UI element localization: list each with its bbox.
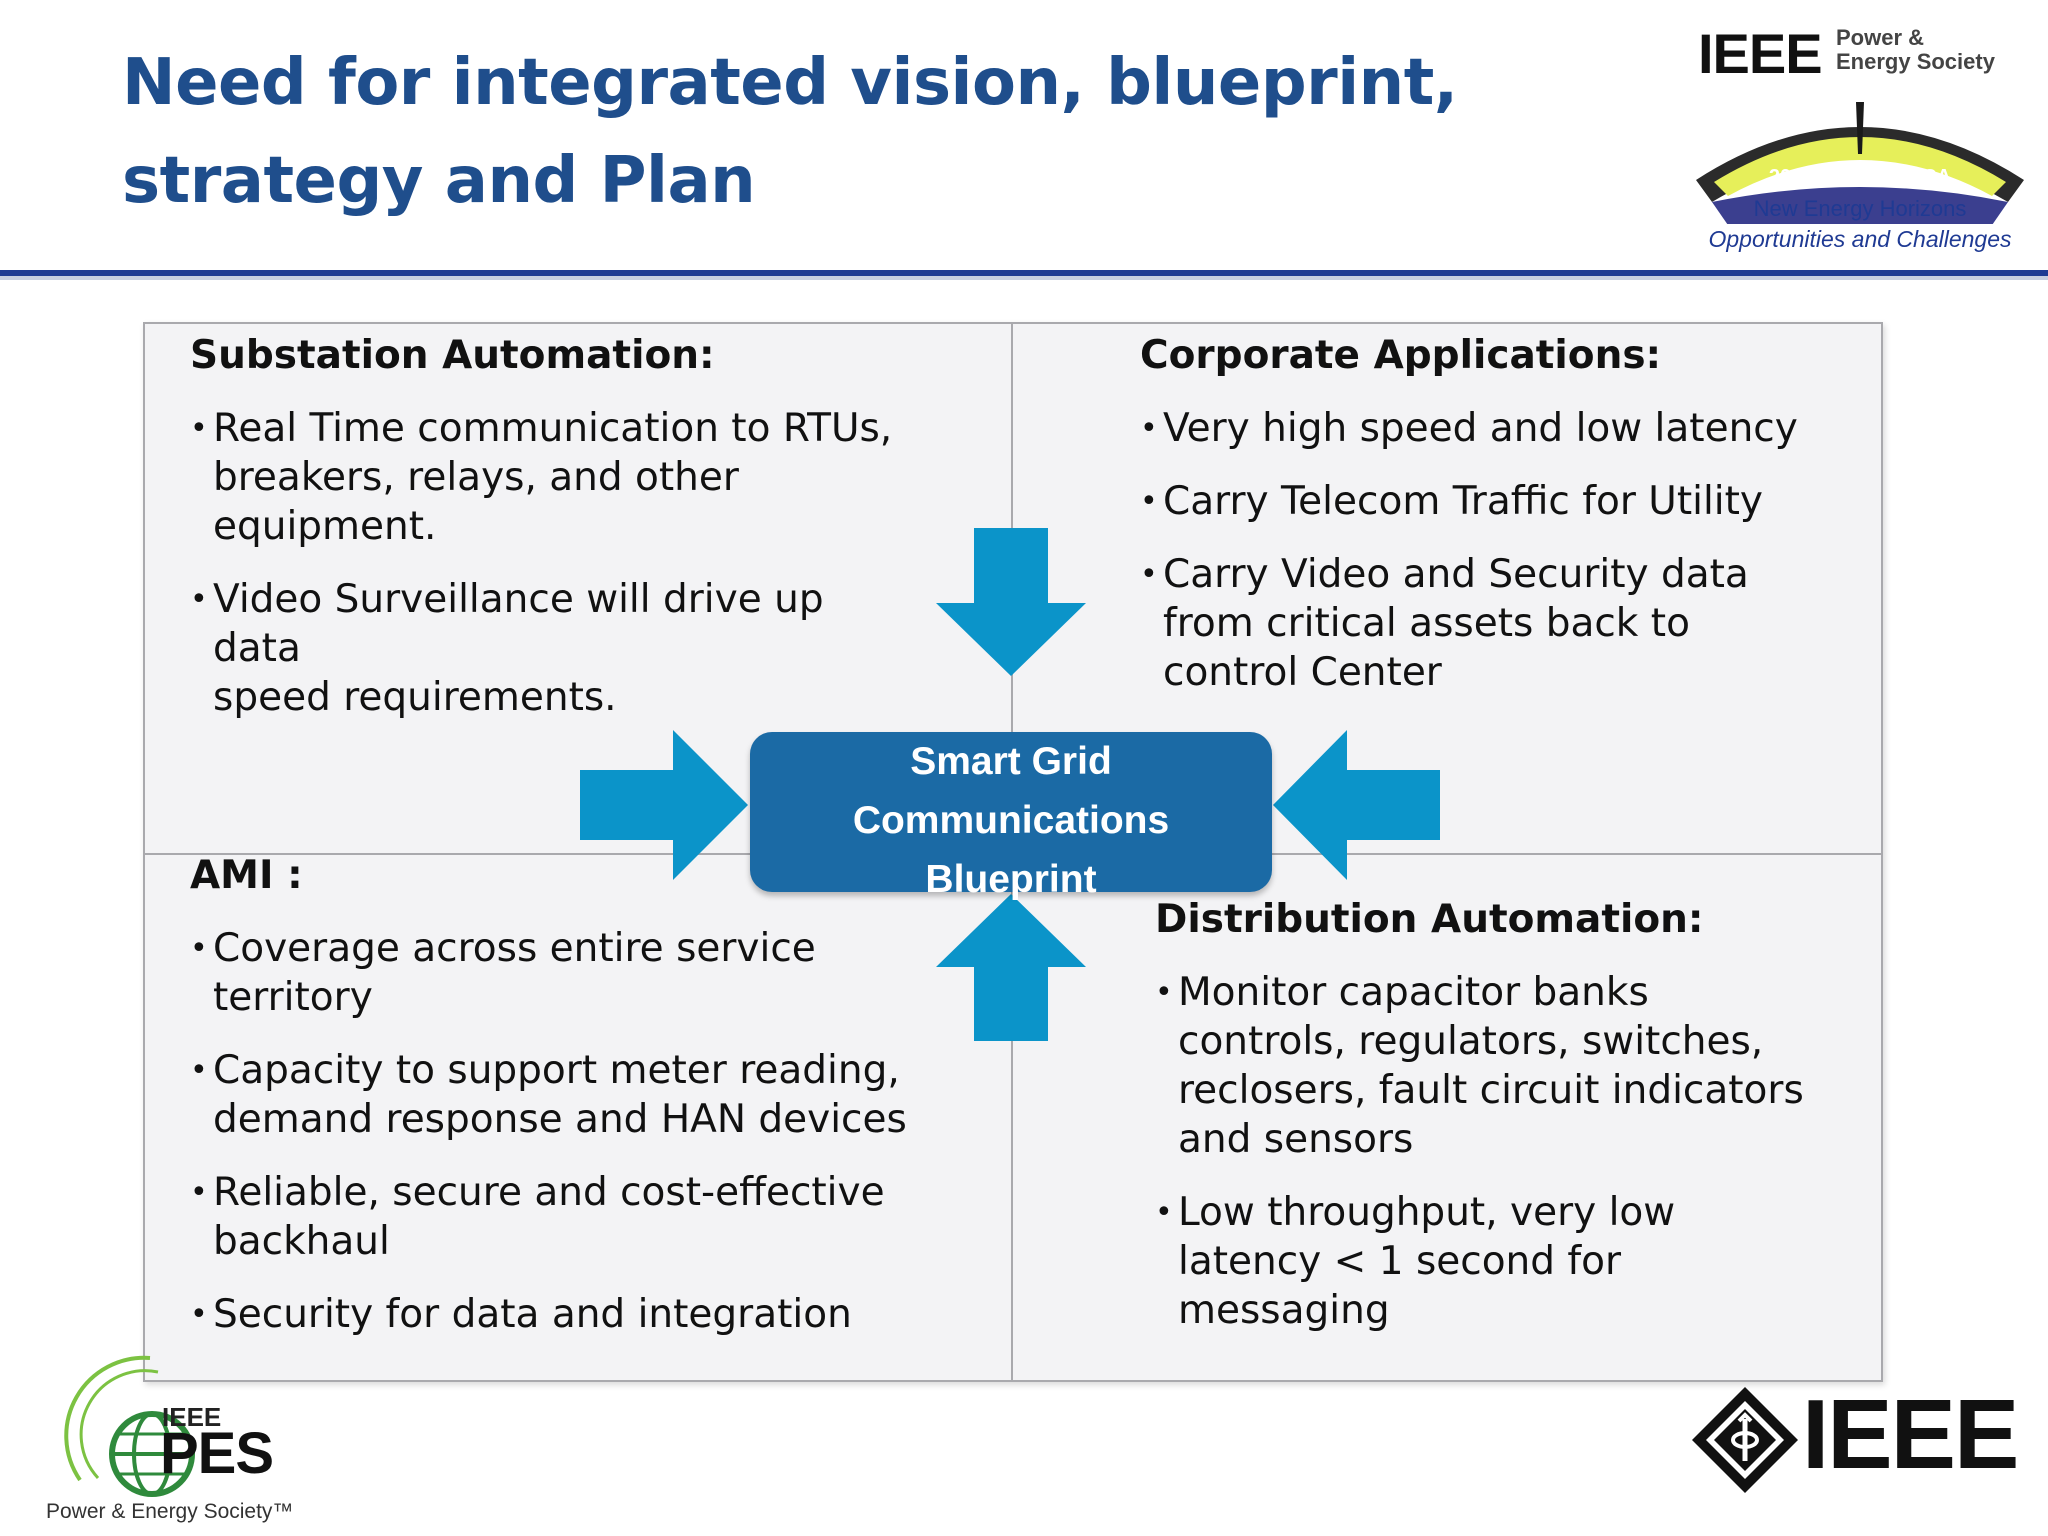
pes-logo: IEEE PES Power & Energy Society™ [40, 1350, 320, 1530]
bullet-text: Carry Video and Security data from criti… [1163, 552, 1749, 695]
ieee-diamond-icon [1692, 1387, 1798, 1493]
quadrant-title: AMI : [190, 853, 303, 898]
conference-year-location: 2012 San Diego,CA [1768, 166, 1952, 188]
bullet-dot-icon: • [190, 1297, 208, 1332]
bullet-text: Video Surveillance will drive up data sp… [213, 577, 824, 720]
bullet-dot-icon: • [190, 1175, 208, 1210]
bullet-item: •Coverage across entire service territor… [190, 924, 980, 1022]
bullet-dot-icon: • [190, 582, 208, 617]
quadrant-substation-automation: Substation Automation: •Real Time commun… [190, 334, 980, 746]
header-divider [0, 270, 2048, 276]
center-blueprint-box: Smart Grid Communications Blueprint [750, 732, 1272, 901]
conference-tagline-1: New Energy Horizons [1753, 196, 1967, 221]
bullet-item: •Monitor capacitor banks controls, regul… [1155, 968, 1875, 1164]
bullet-list: •Real Time communication to RTUs, breake… [190, 404, 980, 722]
bullet-list: •Coverage across entire service territor… [190, 924, 980, 1339]
bullet-dot-icon: • [1140, 557, 1158, 592]
conference-logo-ieee: IEEE [1698, 22, 1823, 85]
arrow-right-icon [580, 730, 748, 880]
bullet-dot-icon: • [1155, 1195, 1173, 1230]
bullet-text: Very high speed and low latency [1163, 406, 1798, 451]
bullet-item: •Video Surveillance will drive up data s… [190, 575, 980, 722]
quadrant-title: Corporate Applications: [1140, 333, 1662, 378]
bullet-dot-icon: • [1140, 484, 1158, 519]
bullet-item: •Carry Telecom Traffic for Utility [1140, 477, 1860, 526]
pes-globe-icon [64, 1355, 195, 1497]
bullet-list: •Monitor capacitor banks controls, regul… [1155, 968, 1875, 1335]
bullet-item: •Capacity to support meter reading, dema… [190, 1046, 980, 1144]
bullet-text: Real Time communication to RTUs, breaker… [213, 406, 893, 549]
bullet-dot-icon: • [1140, 411, 1158, 446]
bullet-item: •Real Time communication to RTUs, breake… [190, 404, 980, 551]
quadrant-distribution-automation: Distribution Automation: •Monitor capaci… [1155, 898, 1875, 1359]
bullet-item: •Carry Video and Security data from crit… [1140, 550, 1860, 697]
conference-arc-graphic [1696, 102, 2024, 224]
conference-logo-org-line2: Energy Society [1836, 49, 1995, 74]
bullet-text: Reliable, secure and cost-effective back… [213, 1170, 885, 1264]
bullet-dot-icon: • [190, 411, 208, 446]
bullet-dot-icon: • [190, 931, 208, 966]
quadrant-corporate-applications: Corporate Applications: •Very high speed… [1140, 334, 1860, 721]
bullet-dot-icon: • [1155, 975, 1173, 1010]
page-title: Need for integrated vision, blueprint, s… [122, 46, 1458, 218]
bullet-item: •Reliable, secure and cost-effective bac… [190, 1168, 980, 1266]
bullet-text: Low throughput, very low latency < 1 sec… [1178, 1190, 1676, 1333]
ieee-logo-word: IEEE [1802, 1379, 2019, 1489]
ieee-logo: IEEE [1690, 1379, 2035, 1495]
pes-logo-ieee: IEEE [162, 1402, 222, 1432]
bullet-item: •Very high speed and low latency [1140, 404, 1860, 453]
bullet-item: •Low throughput, very low latency < 1 se… [1155, 1188, 1875, 1335]
bullet-text: Monitor capacitor banks controls, regula… [1178, 970, 1804, 1162]
bullet-text: Carry Telecom Traffic for Utility [1163, 479, 1764, 524]
pes-logo-word: PES [160, 1421, 274, 1486]
quadrant-ami: AMI : •Coverage across entire service te… [190, 854, 980, 1363]
conference-logo: IEEE Power & Energy Society 2012 San Die… [1690, 18, 2030, 268]
arrow-down-icon [936, 528, 1086, 676]
bullet-list: •Very high speed and low latency •Carry … [1140, 404, 1860, 697]
bullet-text: Coverage across entire service territory [213, 926, 816, 1020]
conference-tagline-2: Opportunities and Challenges [1708, 226, 2012, 252]
bullet-text: Security for data and integration [213, 1292, 852, 1337]
quadrant-title: Distribution Automation: [1155, 897, 1704, 942]
pes-logo-tagline: Power & Energy Society™ [46, 1500, 294, 1523]
conference-logo-org-line1: Power & [1836, 25, 1925, 50]
center-blueprint-label: Smart Grid Communications Blueprint [852, 740, 1170, 901]
arrow-up-icon [936, 894, 1086, 1041]
bullet-text: Capacity to support meter reading, deman… [213, 1048, 907, 1142]
bullet-dot-icon: • [190, 1053, 208, 1088]
arrow-left-icon [1273, 730, 1440, 880]
bullet-item: •Security for data and integration [190, 1290, 980, 1339]
header-divider-shadow [0, 276, 2048, 280]
quadrant-title: Substation Automation: [190, 333, 715, 378]
